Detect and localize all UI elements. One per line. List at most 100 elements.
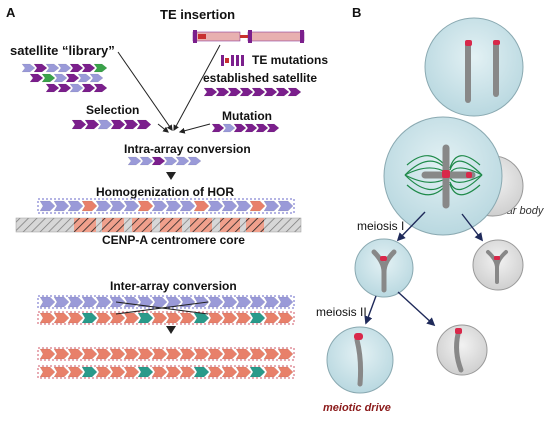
selection-repeat: [123, 119, 139, 130]
meiosis-2-label: meiosis II: [316, 305, 367, 319]
inter-array-repeat-bottom: [39, 312, 56, 324]
result-repeat-bottom: [277, 366, 294, 378]
panel-b-label: B: [352, 5, 362, 20]
arrow-meiosis-1-left: [396, 211, 426, 242]
result-repeat-top: [95, 348, 112, 360]
intra-array-repeat: [163, 156, 178, 166]
inter-array-repeat-bottom: [67, 312, 84, 324]
result-repeat-bottom: [263, 366, 280, 378]
library-repeat: [93, 83, 108, 93]
library-repeat: [57, 63, 72, 73]
intra-array-repeat: [139, 156, 154, 166]
hor-repeat: [81, 200, 98, 212]
result-box-bottom: [37, 365, 295, 379]
mutation-repeat: [211, 123, 225, 133]
result-repeat-top: [67, 348, 84, 360]
mutation-label: Mutation: [222, 109, 272, 123]
inter-array-repeat-top: [95, 296, 112, 308]
result-box-top: [37, 347, 295, 361]
repeat-arrays: [21, 63, 302, 379]
established-repeat: [203, 87, 218, 97]
result-repeat-bottom: [235, 366, 252, 378]
hor-repeat: [95, 200, 112, 212]
library-repeat: [45, 83, 60, 93]
inter-array-conversion-label: Inter-array conversion: [110, 279, 237, 293]
arrow-meiosis-2-right: [397, 291, 436, 327]
result-repeat-bottom: [109, 366, 126, 378]
result-repeat-top: [151, 348, 168, 360]
result-repeat-bottom: [207, 366, 224, 378]
result-repeat-top: [263, 348, 280, 360]
cenp-a-label: CENP-A centromere core: [102, 233, 245, 247]
inter-array-repeat-bottom: [81, 312, 98, 324]
result-repeat-bottom: [123, 366, 140, 378]
library-repeat: [41, 73, 56, 83]
intra-array-repeat: [187, 156, 202, 166]
result-repeat-top: [123, 348, 140, 360]
cell-after-meiosis-1: [354, 238, 414, 298]
inter-array-repeat-top: [39, 296, 56, 308]
inter-array-repeat-top: [235, 296, 252, 308]
hor-repeat: [109, 200, 126, 212]
inter-array-box-top: [37, 295, 295, 309]
polar-body-cell-2: [436, 324, 488, 376]
hor-repeat: [221, 200, 238, 212]
library-repeat: [69, 63, 84, 73]
selection-repeat: [71, 119, 87, 130]
inter-array-repeat-top: [53, 296, 70, 308]
established-satellite-label: established satellite: [203, 71, 318, 85]
library-repeat: [81, 63, 96, 73]
hor-repeat: [179, 200, 196, 212]
inter-array-repeat-bottom: [249, 312, 266, 324]
inter-array-repeat-bottom: [137, 312, 154, 324]
hor-repeat: [137, 200, 154, 212]
inter-array-repeat-top: [277, 296, 294, 308]
satellite-library-label: satellite “library”: [10, 43, 115, 58]
homogenization-label: Homogenization of HOR: [96, 185, 234, 199]
library-repeat: [53, 73, 68, 83]
result-repeat-bottom: [67, 366, 84, 378]
inter-array-repeat-top: [221, 296, 238, 308]
inter-array-repeat-bottom: [123, 312, 140, 324]
inter-array-repeat-top: [137, 296, 154, 308]
selection-repeat: [136, 119, 152, 130]
result-repeat-top: [53, 348, 70, 360]
selection-repeat: [84, 119, 100, 130]
hor-repeat: [249, 200, 266, 212]
hor-box: [37, 198, 295, 214]
hor-repeat: [165, 200, 182, 212]
intra-array-repeat: [175, 156, 190, 166]
hor-repeat: [151, 200, 168, 212]
library-repeat: [69, 83, 84, 93]
established-repeat: [287, 87, 302, 97]
result-repeat-bottom: [53, 366, 70, 378]
inter-array-repeat-bottom: [235, 312, 252, 324]
library-repeat: [77, 73, 92, 83]
established-repeat: [239, 87, 254, 97]
library-repeat: [57, 83, 72, 93]
result-repeat-bottom: [137, 366, 154, 378]
arrow-mutation: [178, 123, 211, 134]
inter-array-repeat-bottom: [109, 312, 126, 324]
hor-repeat: [235, 200, 252, 212]
inter-array-repeat-bottom: [193, 312, 210, 324]
inter-array-repeat-top: [123, 296, 140, 308]
result-repeat-top: [165, 348, 182, 360]
intra-array-repeat: [127, 156, 142, 166]
result-repeat-bottom: [95, 366, 112, 378]
cell-metaphase: [383, 116, 524, 236]
result-repeat-top: [137, 348, 154, 360]
inter-array-repeat-bottom: [263, 312, 280, 324]
inter-array-repeat-bottom: [179, 312, 196, 324]
library-repeat: [89, 73, 104, 83]
result-repeat-top: [249, 348, 266, 360]
established-repeat: [215, 87, 230, 97]
library-repeat: [81, 83, 96, 93]
te-insertion-elements: [192, 30, 305, 66]
intra-array-conversion-label: Intra-array conversion: [124, 142, 251, 156]
down-arrowhead-2: [166, 326, 176, 334]
te-insertion-label: TE insertion: [160, 7, 236, 22]
result-repeat-top: [109, 348, 126, 360]
established-repeat: [251, 87, 266, 97]
